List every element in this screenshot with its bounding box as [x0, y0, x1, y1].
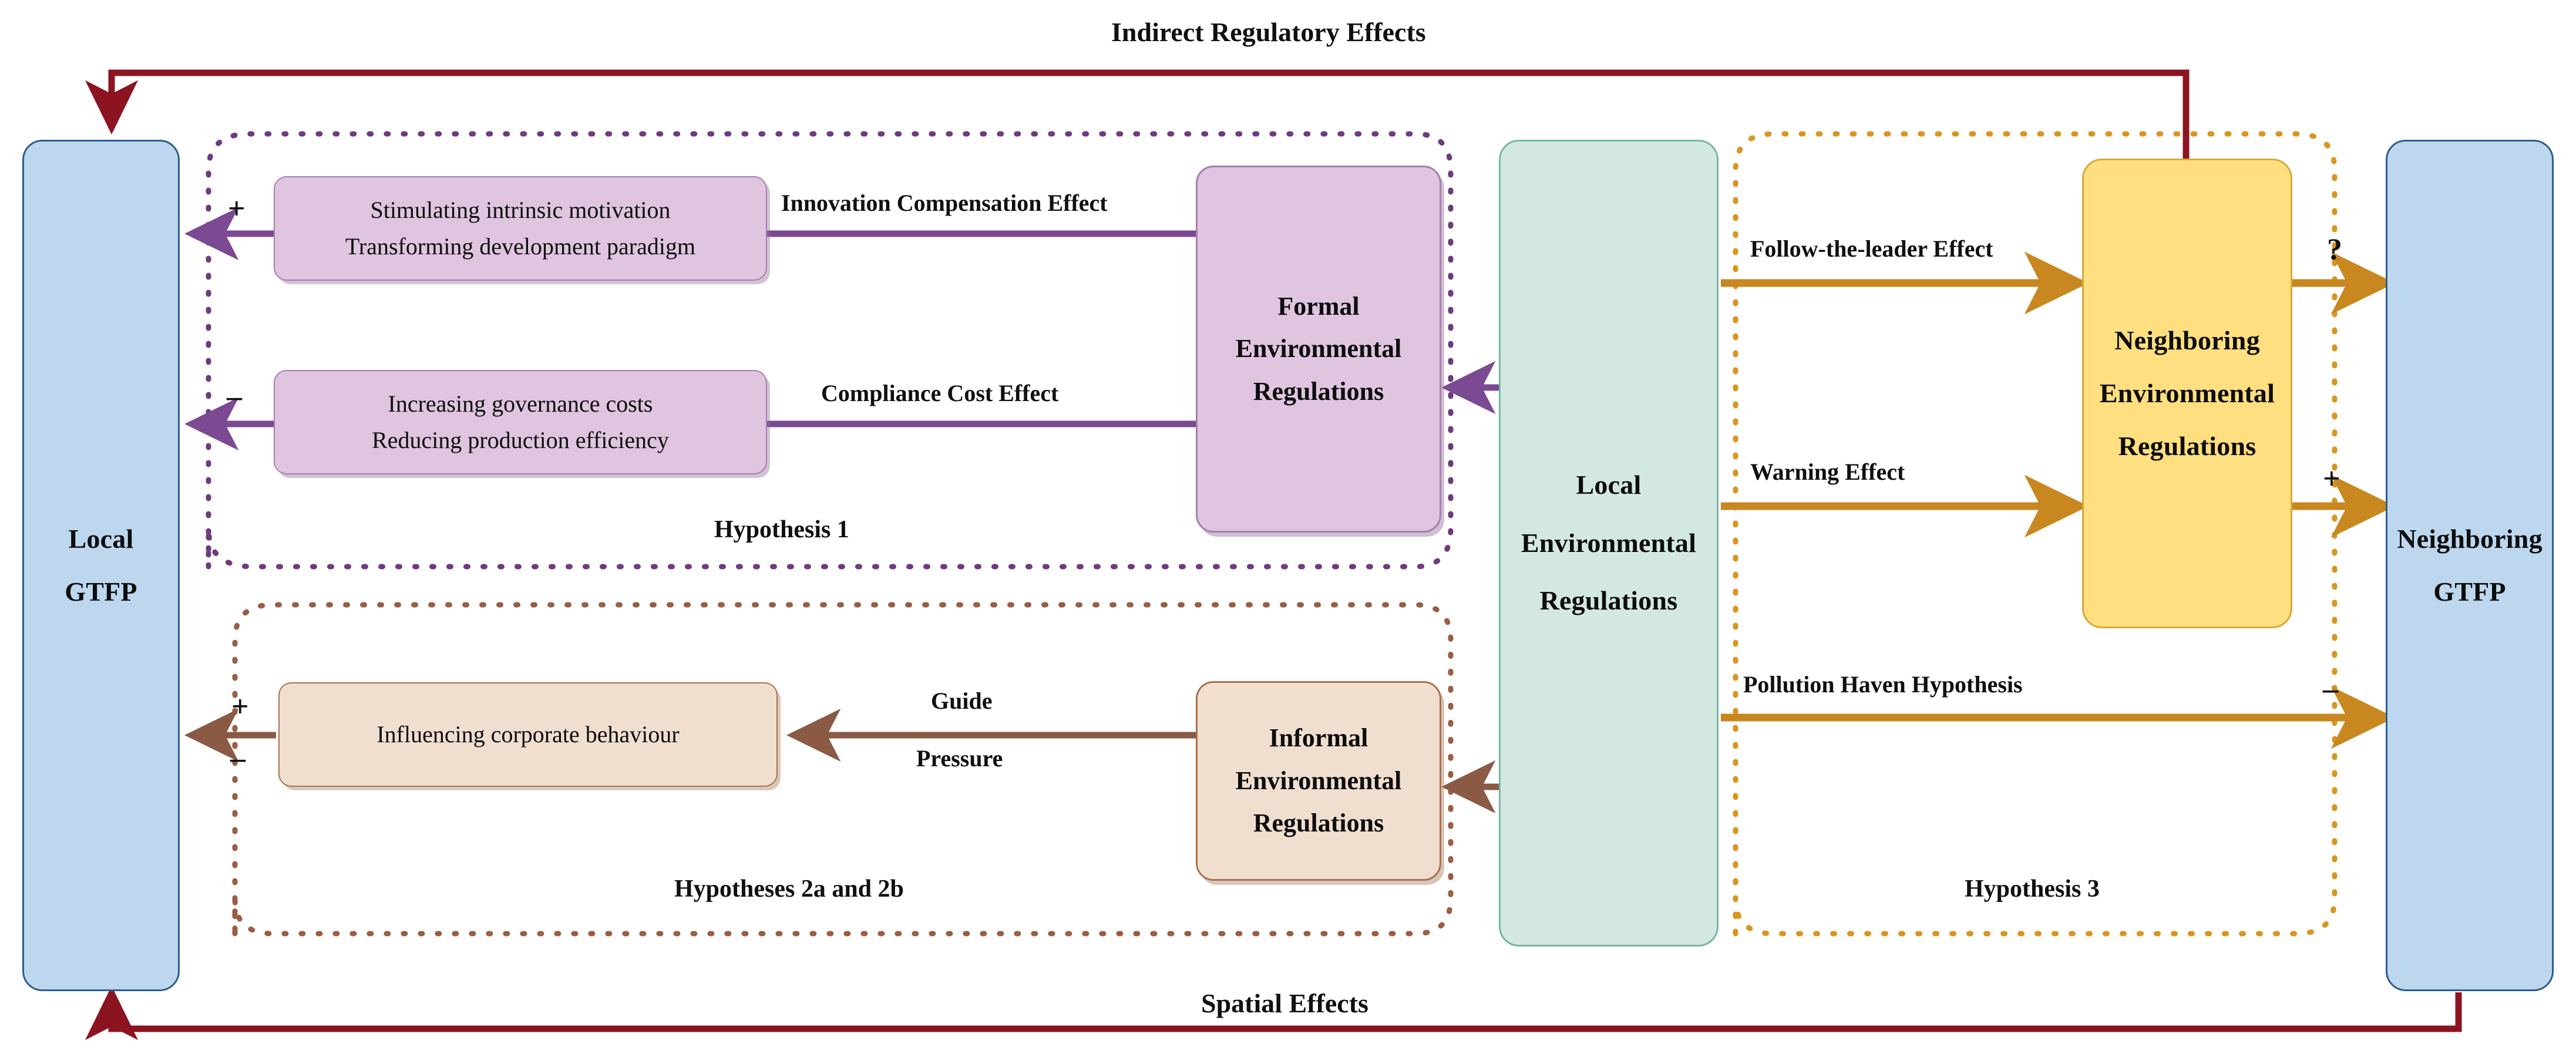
node-stimulating-intrinsic-motivation-label: Stimulating intrinsic motivation Transfo…	[345, 197, 696, 260]
hypothesis-3-label: Hypothesis 3	[1965, 875, 2100, 903]
indirect-regulatory-effects-title: Indirect Regulatory Effects	[1111, 17, 1426, 47]
node-local-environmental-regulations[interactable]: Local Environmental Regulations	[1499, 140, 1719, 947]
node-neighboring-gtfp[interactable]: Neighboring GTFP	[2386, 140, 2554, 991]
innovation-compensation-effect-label: Innovation Compensation Effect	[781, 190, 1108, 216]
guide-label: Guide	[931, 688, 993, 714]
node-increasing-governance-costs-label: Increasing governance costs Reducing pro…	[372, 390, 669, 453]
node-local-gtfp[interactable]: Local GTFP	[22, 140, 180, 991]
node-neighboring-environmental-regulations[interactable]: Neighboring Environmental Regulations	[2082, 159, 2292, 628]
node-local-environmental-regulations-label: Local Environmental Regulations	[1521, 469, 1697, 616]
corporate-negative-sign: –	[230, 742, 246, 775]
node-formal-environmental-regulations[interactable]: Formal Environmental Regulations	[1196, 166, 1441, 533]
node-increasing-governance-costs[interactable]: Increasing governance costs Reducing pro…	[274, 370, 767, 474]
spatial-effects-title: Spatial Effects	[1201, 988, 1368, 1018]
node-neighboring-environmental-regulations-label: Neighboring Environmental Regulations	[2099, 325, 2275, 461]
corporate-positive-sign: +	[231, 690, 249, 723]
follow-the-leader-question-sign: ?	[2327, 233, 2342, 267]
compliance-cost-effect-label: Compliance Cost Effect	[821, 380, 1059, 406]
node-local-gtfp-label: Local GTFP	[65, 524, 137, 607]
innovation-positive-sign: +	[228, 192, 246, 225]
pollution-haven-hypothesis-label: Pollution Haven Hypothesis	[1743, 671, 2023, 698]
node-influencing-corporate-behaviour-label: Influencing corporate behaviour	[376, 721, 680, 747]
hypotheses-2a-2b-label: Hypotheses 2a and 2b	[674, 875, 904, 903]
node-stimulating-intrinsic-motivation[interactable]: Stimulating intrinsic motivation Transfo…	[274, 176, 767, 281]
hypothesis-1-label: Hypothesis 1	[714, 516, 849, 543]
warning-effect-label: Warning Effect	[1750, 459, 1905, 485]
indirect-regulatory-effects-connector	[85, 69, 2190, 159]
node-influencing-corporate-behaviour[interactable]: Influencing corporate behaviour	[278, 682, 778, 787]
warning-positive-sign: +	[2323, 462, 2340, 496]
node-informal-environmental-regulations-label: Informal Environmental Regulations	[1235, 723, 1402, 838]
node-neighboring-gtfp-label: Neighboring GTFP	[2397, 524, 2543, 607]
node-informal-environmental-regulations[interactable]: Informal Environmental Regulations	[1196, 681, 1441, 881]
node-formal-environmental-regulations-label: Formal Environmental Regulations	[1235, 291, 1402, 406]
follow-the-leader-effect-label: Follow-the-leader Effect	[1750, 235, 1993, 262]
pressure-label: Pressure	[916, 745, 1003, 772]
compliance-negative-sign: –	[227, 380, 242, 413]
pollution-haven-negative-sign: –	[2323, 672, 2338, 706]
